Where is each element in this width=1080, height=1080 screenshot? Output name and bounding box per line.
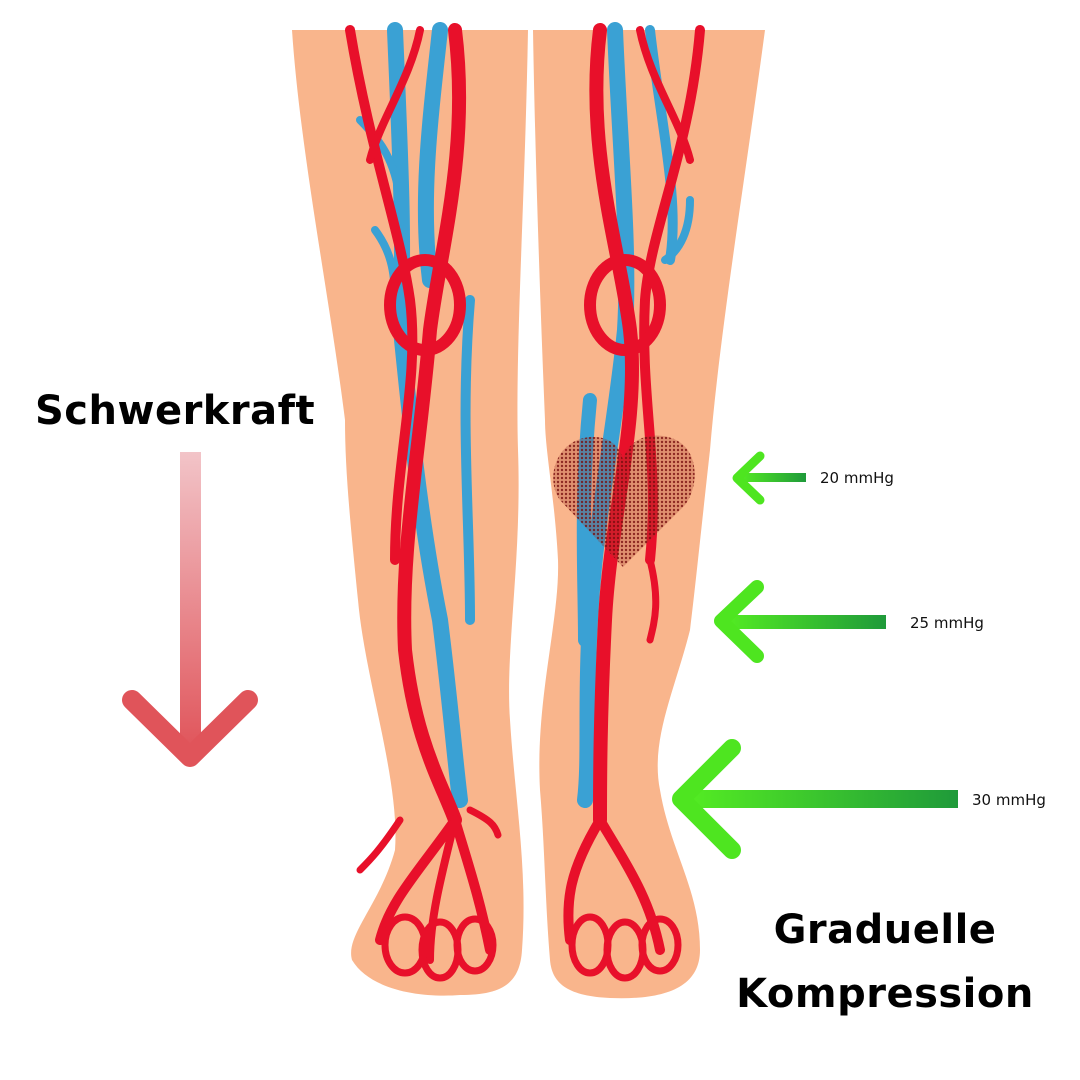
pressure-label-20: 20 mmHg: [820, 469, 894, 487]
pressure-arrow-25-icon: [714, 580, 886, 663]
compression-label: Graduelle Kompression: [700, 903, 1070, 1021]
compression-label-line1: Graduelle: [773, 907, 997, 953]
pressure-arrow-20-icon: [732, 451, 806, 505]
pressure-arrow-30-icon: [672, 739, 958, 859]
pressure-label-25: 25 mmHg: [910, 614, 984, 632]
pressure-label-30: 30 mmHg: [972, 791, 1046, 809]
gravity-label: Schwerkraft: [35, 388, 316, 434]
gravity-arrow-icon: [122, 452, 258, 767]
left-leg-arteries: [345, 23, 502, 982]
heart-icon: [553, 435, 695, 567]
compression-label-line2: Kompression: [736, 971, 1034, 1017]
